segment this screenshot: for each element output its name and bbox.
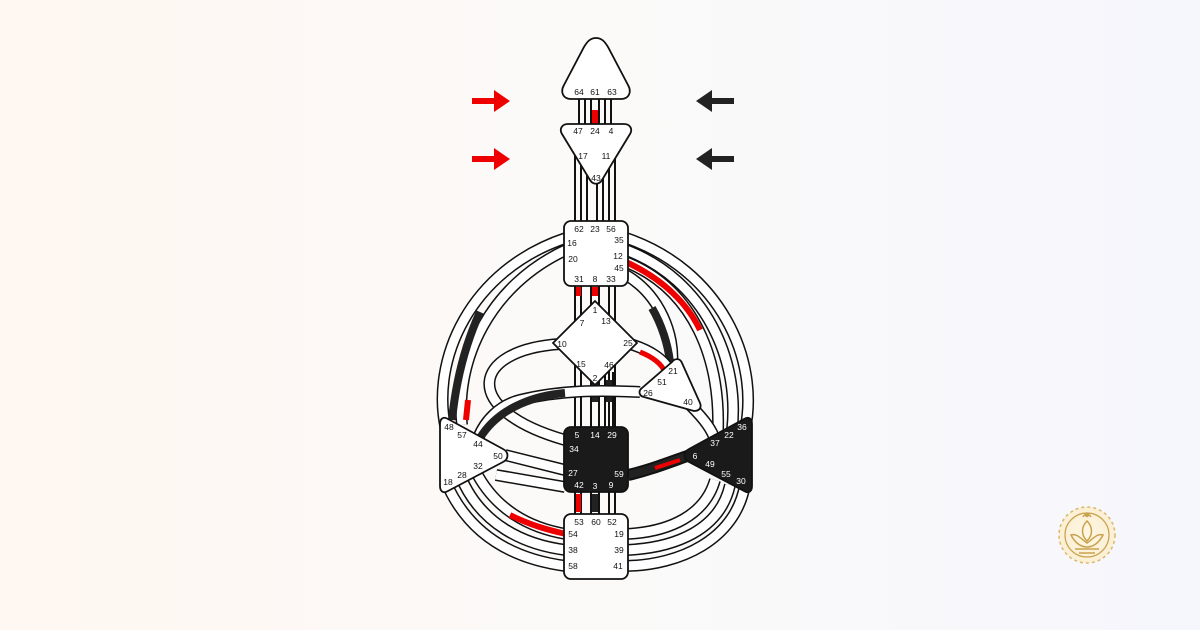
g-center: 1 7 13 10 25 15 46 2 (552, 300, 638, 386)
gate-31: 31 (574, 274, 584, 284)
gate-14: 14 (590, 430, 600, 440)
gate-38: 38 (568, 545, 578, 555)
gate-54: 54 (568, 529, 578, 539)
arrow-top-left (472, 90, 510, 112)
gate-36: 36 (737, 422, 747, 432)
gate-12: 12 (613, 251, 623, 261)
gate-47: 47 (573, 126, 583, 136)
gate-51: 51 (657, 377, 667, 387)
gate-53: 53 (574, 517, 584, 527)
gate-3: 3 (593, 481, 598, 491)
gate-49: 49 (705, 459, 715, 469)
gate-41: 41 (613, 561, 623, 571)
sacral-center: 5 14 29 34 27 59 42 3 9 (563, 426, 629, 493)
gate-50: 50 (493, 451, 503, 461)
ajna-center: 47 24 4 17 11 43 (559, 123, 633, 185)
gate-59: 59 (614, 469, 624, 479)
head-center: 64 61 63 (561, 37, 631, 100)
gate-4: 4 (609, 126, 614, 136)
gate-2: 2 (593, 373, 598, 383)
gate-46: 46 (604, 360, 614, 370)
gate-45: 45 (614, 263, 624, 273)
gate-17: 17 (578, 151, 588, 161)
gate-61: 61 (590, 87, 600, 97)
gate-64: 64 (574, 87, 584, 97)
root-center: 53 60 52 54 19 38 39 58 41 (563, 513, 629, 580)
gate-48: 48 (444, 422, 454, 432)
channel-layer (436, 95, 755, 572)
gate-21: 21 (668, 366, 678, 376)
gate-24: 24 (590, 126, 600, 136)
spleen-center: 48 57 44 50 28 32 18 (439, 416, 509, 494)
lotus-logo-icon (1058, 506, 1116, 564)
gate-10: 10 (557, 339, 567, 349)
gate-13: 13 (601, 316, 611, 326)
gate-16: 16 (567, 238, 577, 248)
gate-9: 9 (609, 480, 614, 490)
channel-outer-right (622, 232, 755, 572)
gate-63: 63 (607, 87, 617, 97)
gate-19: 19 (614, 529, 624, 539)
gate-25: 25 (623, 338, 633, 348)
gate-30: 30 (736, 476, 746, 486)
gate-40: 40 (683, 397, 693, 407)
gate-29: 29 (607, 430, 617, 440)
gate-37: 37 (710, 438, 720, 448)
gate-44: 44 (473, 439, 483, 449)
gate-52: 52 (607, 517, 617, 527)
gate-34: 34 (569, 444, 579, 454)
gate-22: 22 (724, 430, 734, 440)
heart-center: 21 51 26 40 (638, 358, 702, 412)
gate-6: 6 (693, 451, 698, 461)
channel-sacral-root (574, 492, 616, 515)
gate-62: 62 (574, 224, 584, 234)
gate-7: 7 (580, 318, 585, 328)
gate-56: 56 (606, 224, 616, 234)
gate-18: 18 (443, 477, 453, 487)
gate-35: 35 (614, 235, 624, 245)
gate-1: 1 (593, 305, 598, 315)
gate-55: 55 (721, 469, 731, 479)
gate-28: 28 (457, 470, 467, 480)
gate-8: 8 (593, 274, 598, 284)
gate-57: 57 (457, 430, 467, 440)
arrow-bottom-right (696, 148, 734, 170)
throat-center: 62 23 56 16 35 20 12 45 31 8 33 (563, 220, 629, 287)
arrow-bottom-left (472, 148, 510, 170)
gate-26: 26 (643, 388, 653, 398)
gate-33: 33 (606, 274, 616, 284)
gate-58: 58 (568, 561, 578, 571)
gate-5: 5 (575, 430, 580, 440)
gate-27: 27 (568, 468, 578, 478)
gate-15: 15 (576, 359, 586, 369)
gate-11: 11 (602, 151, 611, 161)
gate-23: 23 (590, 224, 600, 234)
arrow-top-right (696, 90, 734, 112)
gate-32: 32 (473, 461, 483, 471)
channel-head-ajna (578, 95, 612, 125)
channel-outer-left (436, 232, 569, 572)
gate-42: 42 (574, 480, 584, 490)
solar-plexus-center: 36 22 37 6 49 55 30 (683, 416, 753, 494)
gate-20: 20 (568, 254, 578, 264)
gate-43: 43 (591, 173, 601, 183)
gate-39: 39 (614, 545, 624, 555)
gate-60: 60 (591, 517, 601, 527)
